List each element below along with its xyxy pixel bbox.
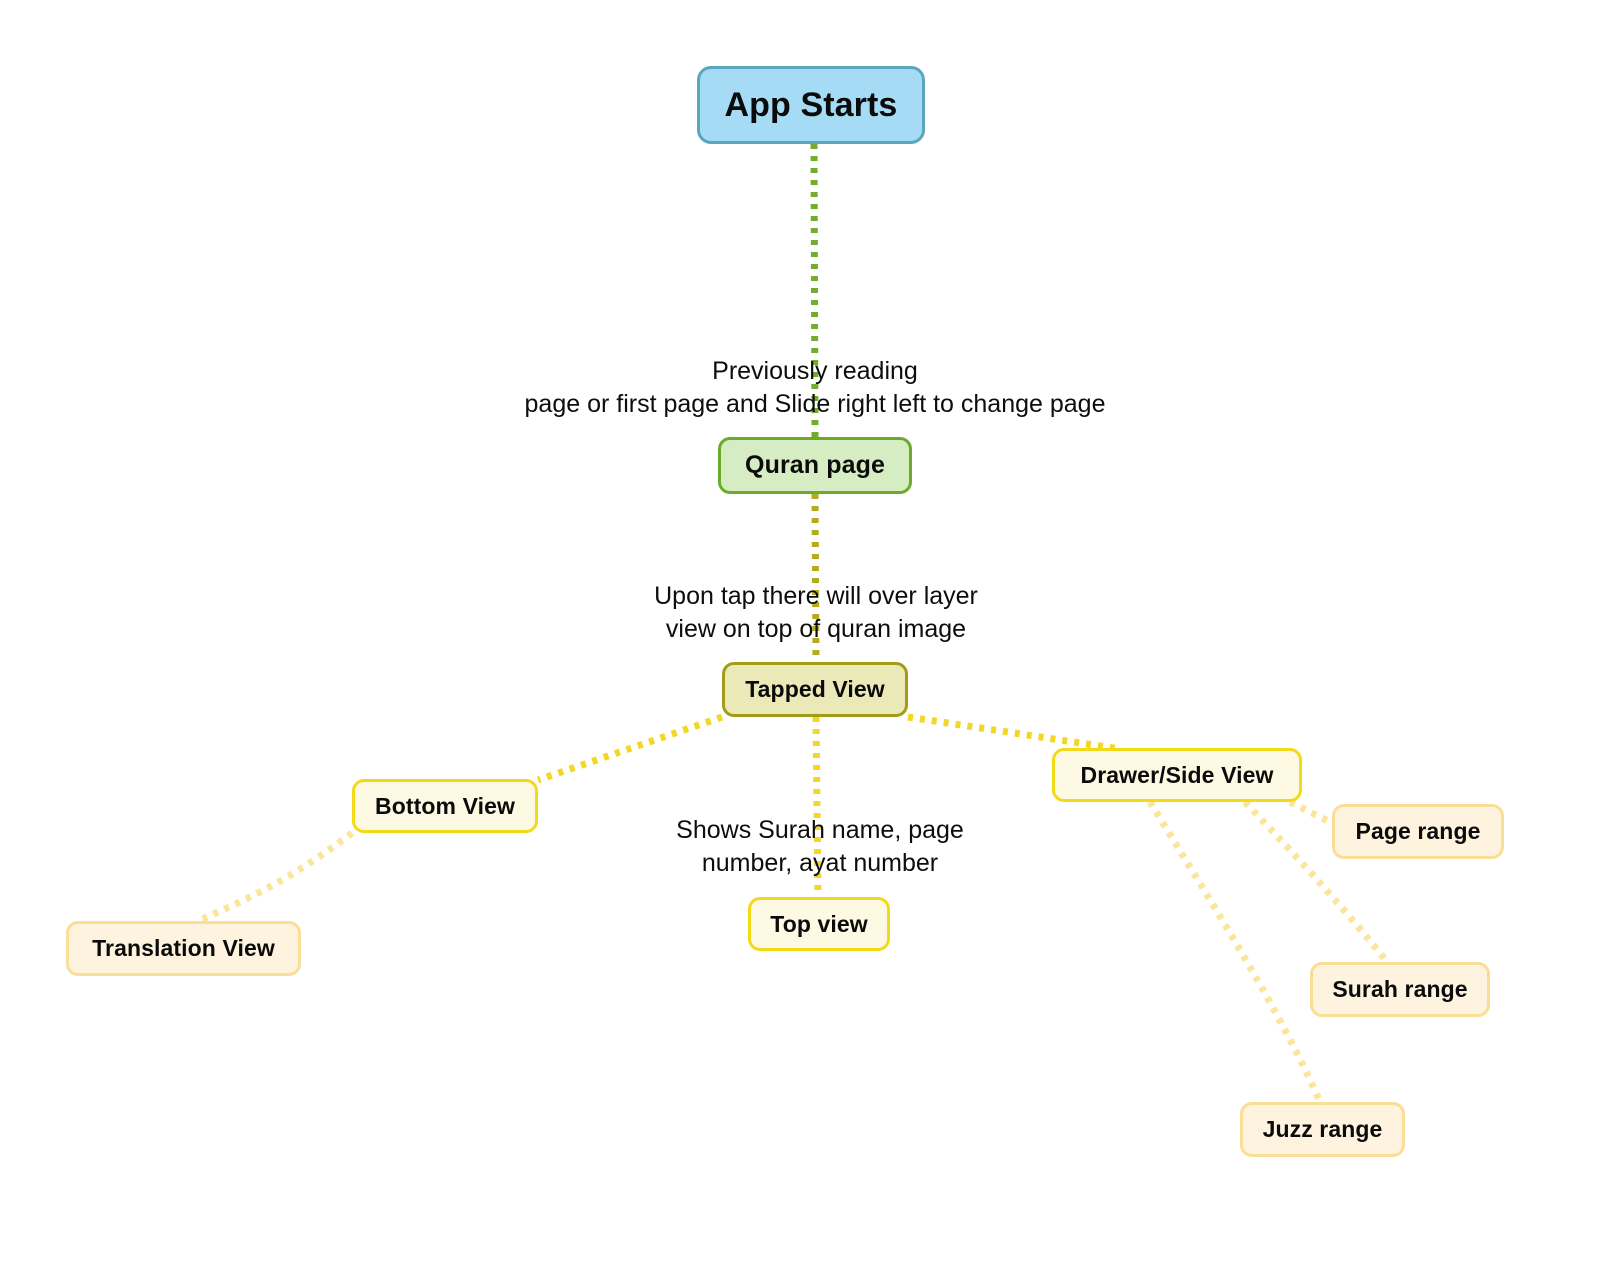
label-upon-tap: Upon tap there will over layer view on t… [654,582,978,643]
node-juzz-range[interactable]: Juzz range [1240,1102,1405,1157]
edge-bottom-view-to-translation-view [196,830,355,925]
node-label-bottom-view: Bottom View [375,792,515,819]
node-translation-view[interactable]: Translation View [66,921,301,976]
node-label-page-range: Page range [1355,818,1481,844]
node-label-translation-view: Translation View [92,935,275,961]
node-tapped-view[interactable]: Tapped View [722,662,908,717]
node-label-drawer-side-view: Drawer/Side View [1080,761,1274,788]
node-app-starts[interactable]: App Starts [697,66,925,144]
node-label-juzz-range: Juzz range [1262,1116,1383,1142]
node-drawer-side-view[interactable]: Drawer/Side View [1052,748,1302,802]
label-previously-reading: Previously reading page or first page an… [524,357,1106,418]
node-top-view[interactable]: Top view [748,897,890,951]
node-quran-page[interactable]: Quran page [718,437,912,494]
edge-tapped-view-to-bottom-view [536,713,724,784]
node-label-tapped-view: Tapped View [745,676,885,702]
label-shows-surah: Shows Surah name, page number, ayat numb… [676,816,964,877]
node-label-quran-page: Quran page [745,451,885,479]
edge-drawer-side-view-to-page-range [1288,798,1334,827]
node-label-app-starts: App Starts [724,86,898,124]
edge-tapped-view-to-drawer-side-view [907,713,1121,753]
edge-drawer-side-view-to-juzz-range [1147,800,1324,1104]
node-surah-range[interactable]: Surah range [1310,962,1490,1017]
node-label-top-view: Top view [770,910,868,937]
node-bottom-view[interactable]: Bottom View [352,779,538,833]
node-page-range[interactable]: Page range [1332,804,1504,859]
node-label-surah-range: Surah range [1332,976,1468,1002]
